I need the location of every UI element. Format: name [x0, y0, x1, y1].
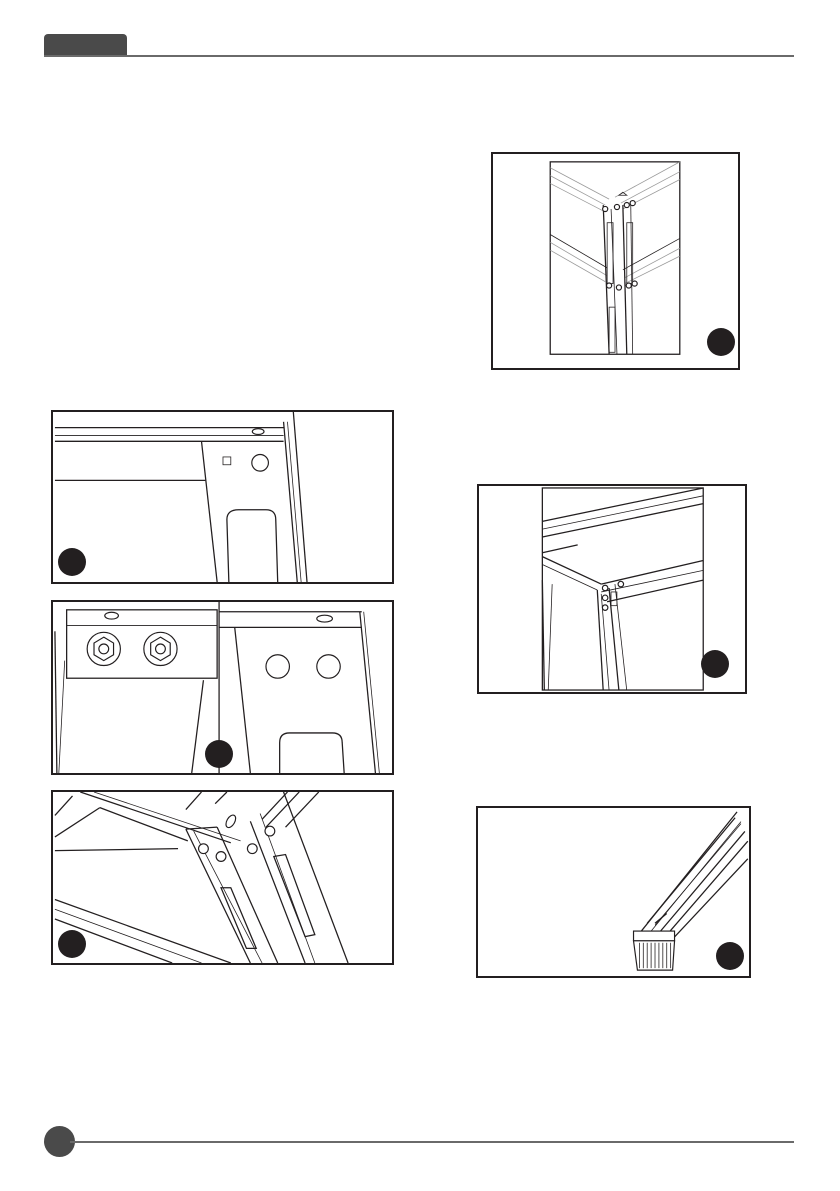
step-number-dot	[58, 930, 86, 958]
beam-clip-illustration	[53, 412, 392, 582]
step-number-dot	[707, 328, 735, 356]
header-tab	[44, 34, 127, 56]
nut-icon	[87, 632, 120, 665]
foot-cap-illustration	[478, 808, 749, 976]
figure-foot-cap	[476, 806, 751, 978]
step-number-dot	[701, 650, 729, 678]
step-number-dot	[58, 548, 86, 576]
header-rule	[44, 55, 794, 57]
step-number-dot	[716, 942, 744, 970]
frame-corner-illustration	[493, 154, 738, 368]
figure-top-frame	[477, 484, 747, 694]
figure-upright-shelf-levels	[491, 152, 740, 370]
figure-bolt-detail	[51, 600, 394, 775]
figure-upright-top-corner	[51, 410, 394, 584]
figure-beam-angle	[51, 790, 394, 965]
footer-rule	[70, 1141, 794, 1143]
beam-angle-illustration	[53, 792, 392, 963]
foot-cap-icon	[634, 941, 675, 970]
step-number-dot	[205, 740, 233, 768]
nut-icon	[144, 632, 177, 665]
